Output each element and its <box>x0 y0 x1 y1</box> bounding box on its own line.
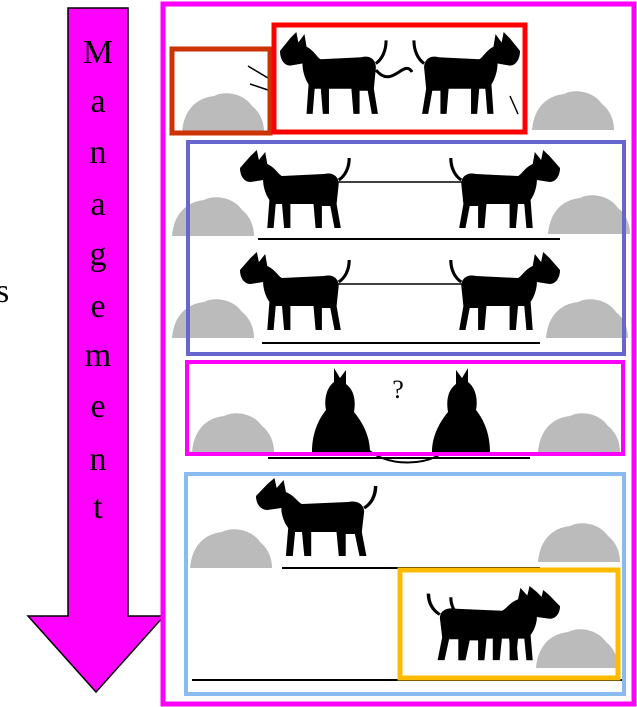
arrow-letter: a <box>90 83 105 120</box>
donkeys-highlight-box <box>271 22 528 135</box>
eating-highlight-box <box>397 567 621 681</box>
arrow-letter: g <box>90 236 107 273</box>
panel-4-frame <box>184 472 626 696</box>
bush-highlight-box <box>169 46 273 136</box>
panel-4-cooperation <box>184 472 626 696</box>
outer-frame <box>160 1 637 707</box>
management-arrow: M a n a g e m e n t <box>26 7 166 694</box>
question-mark: ? <box>392 375 404 404</box>
arrow-letter: e <box>90 288 105 325</box>
panel-3-thinking: ? <box>185 360 625 464</box>
arrow-letter: a <box>90 186 105 223</box>
arrow-letter: t <box>93 489 103 526</box>
arrow-letter: e <box>90 388 105 425</box>
panel-2-struggle <box>172 140 630 356</box>
panel-3-frame <box>185 360 625 456</box>
arrow-letter: n <box>90 134 107 171</box>
arrow-letter: n <box>90 441 107 478</box>
cropped-side-text: s <box>0 273 9 310</box>
panel-2-frame <box>186 140 626 356</box>
panel-1-conflict <box>169 22 614 136</box>
arrow-letter: M <box>83 34 113 71</box>
arrow-letter: m <box>85 337 111 374</box>
